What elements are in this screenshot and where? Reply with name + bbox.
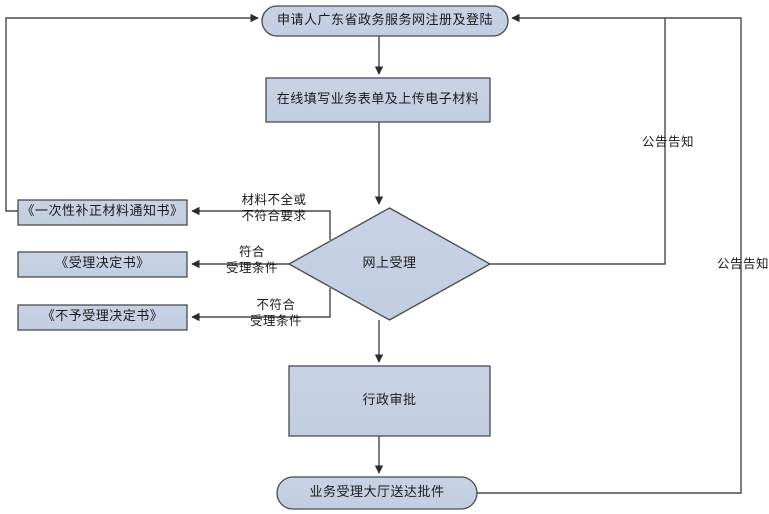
- node-accept-decision-shape: [17, 251, 188, 278]
- edge-decision-to-reject: [191, 288, 331, 322]
- edge-decision-announce-to-start: [490, 13, 666, 265]
- edge-correction-back-to-start: [5, 13, 259, 212]
- node-reject-decision-shape: [17, 304, 188, 331]
- node-delivery-shape: [276, 476, 478, 510]
- edge-delivery-announce-to-start: [477, 17, 742, 494]
- edge-decision-to-correction: [191, 206, 331, 240]
- node-notice-correction-shape: [17, 199, 188, 226]
- node-fill-form-shape: [265, 77, 491, 123]
- node-online-accept-shape: [287, 207, 492, 321]
- node-administrative-approval-shape: [288, 365, 491, 437]
- node-start-shape: [261, 5, 509, 37]
